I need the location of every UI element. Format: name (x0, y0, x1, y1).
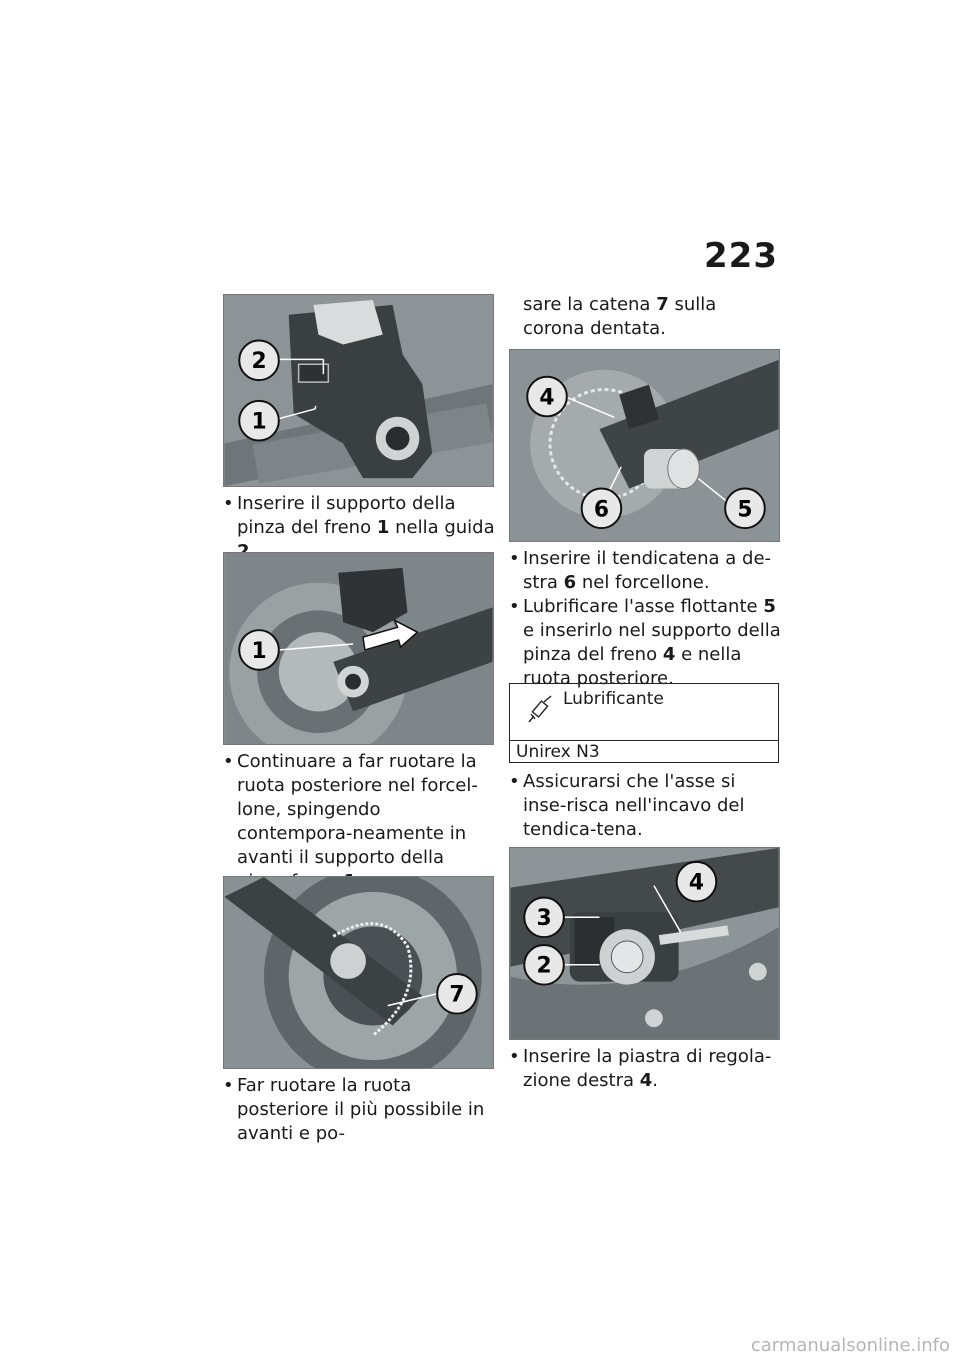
instruction-step-5: • Lubrificare l'asse flottante 5 e inser… (509, 596, 781, 689)
instruction-step-4: • Inserire il tendicatena a de-stra 6 ne… (509, 548, 772, 593)
callout-badge-4: 4 (526, 375, 568, 418)
instruction-step-1: • Inserire il supporto della pinza del f… (223, 493, 495, 562)
svg-text:4: 4 (539, 385, 554, 410)
figure-1-illustration: 2 1 (224, 295, 493, 486)
callout-badge-2: 2 (238, 339, 280, 382)
callout-badge-1: 1 (238, 629, 280, 671)
figure-rear-wheel-caliper: 1 (223, 552, 494, 745)
svg-text:6: 6 (594, 497, 609, 522)
bullet-icon: • (509, 596, 520, 617)
lubricant-info-box: Lubrificante Unirex N3 (509, 683, 779, 763)
callout-badge-1: 1 (238, 399, 280, 442)
figure-2-illustration: 1 (224, 553, 493, 744)
svg-text:3: 3 (536, 906, 551, 931)
bullet-icon: • (223, 751, 234, 772)
lubricant-divider (510, 740, 778, 741)
instruction-continuation: sare la catena 7 sulla corona dentata. (523, 294, 717, 339)
bullet-icon: • (509, 1046, 520, 1067)
svg-text:5: 5 (737, 497, 752, 522)
callout-badge-7: 7 (436, 972, 478, 1015)
callout-badge-2: 2 (523, 943, 565, 986)
svg-text:2: 2 (536, 954, 551, 979)
page-number: 223 (704, 236, 778, 276)
bullet-icon: • (223, 493, 234, 514)
svg-text:1: 1 (251, 639, 266, 664)
figure-chain-sprocket: 7 (223, 876, 494, 1069)
svg-text:4: 4 (689, 871, 704, 896)
lubricant-label: Lubrificante (563, 689, 664, 709)
svg-text:1: 1 (251, 410, 266, 435)
figure-brake-caliper-guide: 2 1 (223, 294, 494, 487)
bullet-icon: • (509, 548, 520, 569)
figure-5-illustration: 4 3 2 (510, 848, 779, 1039)
callout-badge-3: 3 (523, 896, 565, 939)
instruction-step-3: • Far ruotare la ruota posteriore il più… (223, 1075, 485, 1144)
instruction-step-6: • Assicurarsi che l'asse si inse-risca n… (509, 771, 745, 840)
grease-gun-icon (528, 695, 552, 723)
callout-badge-4: 4 (675, 860, 718, 903)
callout-badge-5: 5 (724, 487, 766, 530)
figure-adjustment-plate: 4 3 2 (509, 847, 780, 1040)
instruction-step-2: • Continuare a far ruotare la ruota post… (223, 751, 478, 892)
svg-text:7: 7 (449, 983, 464, 1008)
bullet-icon: • (223, 1075, 234, 1096)
svg-text:2: 2 (251, 349, 266, 374)
figure-4-illustration: 4 6 5 (510, 350, 779, 541)
lubricant-value: Unirex N3 (516, 742, 600, 762)
bullet-icon: • (509, 771, 520, 792)
instruction-step-7: • Inserire la piastra di regola-zione de… (509, 1046, 772, 1091)
figure-3-illustration: 7 (224, 877, 493, 1068)
watermark-link[interactable]: carmanualsonline.info (750, 1335, 950, 1356)
callout-badge-6: 6 (580, 487, 623, 530)
figure-chain-adjuster-axle: 4 6 5 (509, 349, 780, 542)
